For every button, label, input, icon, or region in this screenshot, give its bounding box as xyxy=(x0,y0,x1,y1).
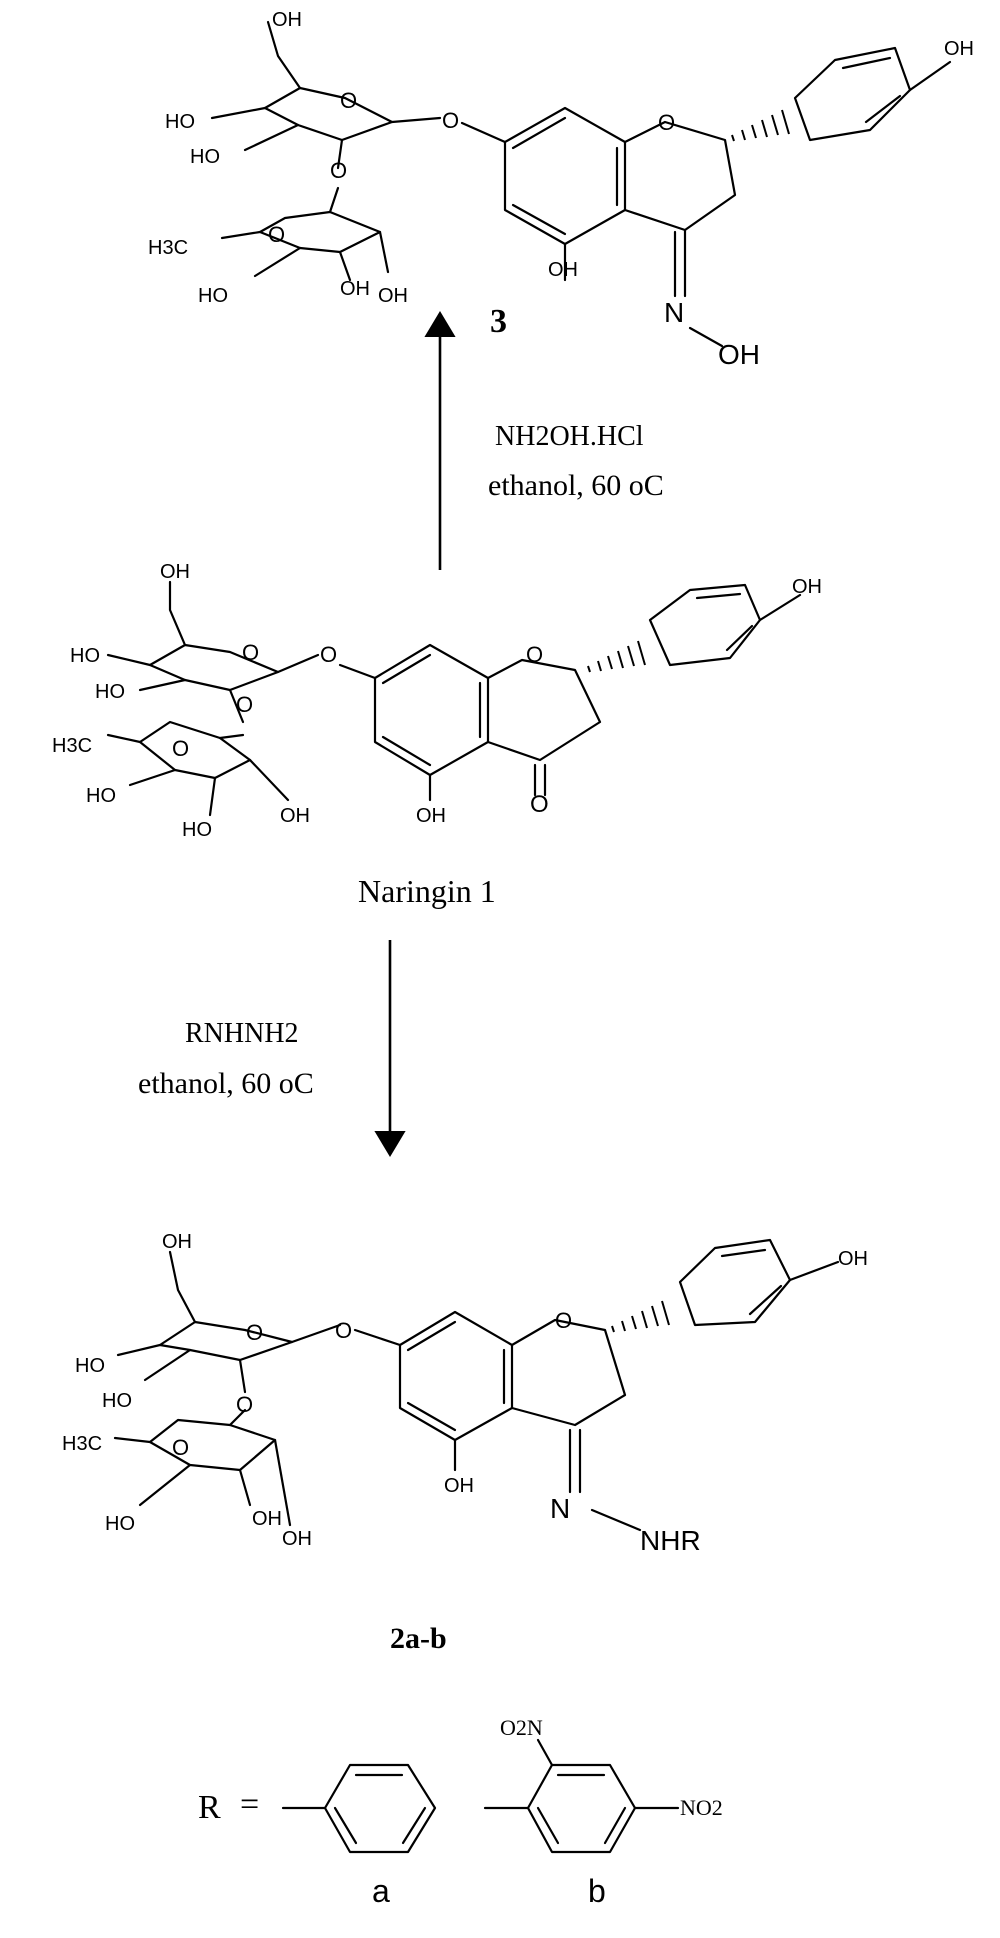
c3-oh-1: OH xyxy=(272,9,302,31)
c3-o-1: O xyxy=(340,88,357,113)
compound-2-label: 2a-b xyxy=(390,1622,447,1655)
c2-methyl: H3C xyxy=(62,1433,102,1455)
c2-o-3: O xyxy=(236,1392,253,1417)
nar-o-3: O xyxy=(236,692,253,717)
reagent-up: NH2OH.HCl xyxy=(495,421,644,452)
stereo-wedge xyxy=(731,109,790,142)
c2-oh-4: OH xyxy=(252,1508,282,1530)
c2-o-1: O xyxy=(246,1320,263,1345)
option-b-label: b xyxy=(588,1873,606,1909)
compound-3-structure: OH HO HO OH OH HO OH OH O O O O O H3C N … xyxy=(148,9,974,370)
c3-oh-5: OH xyxy=(378,285,408,307)
c3-oh-3: HO xyxy=(190,146,220,168)
c2-o-4: O xyxy=(172,1435,189,1460)
c3-oh-2: HO xyxy=(165,111,195,133)
nar-o-1: O xyxy=(242,640,259,665)
nar-oh-2: HO xyxy=(70,645,100,667)
c3-o-5: O xyxy=(658,110,675,135)
c3-oxime-oh: OH xyxy=(718,339,760,370)
c2-oh-2: HO xyxy=(75,1355,105,1377)
c2-o-2: O xyxy=(335,1318,352,1343)
naringin-structure: OH HO HO HO HO OH OH OH O O O O O O H3C … xyxy=(52,561,822,909)
c2-hydrazone-nhr: NHR xyxy=(640,1525,701,1556)
nar-o-6: O xyxy=(530,791,549,818)
nar-oh-4: HO xyxy=(86,785,116,807)
c3-methyl: H3C xyxy=(148,237,188,259)
c3-oh-6: HO xyxy=(198,285,228,307)
nar-o-2: O xyxy=(320,642,337,667)
r-group-legend: R = O2N NO2 a b xyxy=(198,1715,723,1909)
conditions-up: ethanol, 60 oC xyxy=(488,469,664,502)
c3-o-2: O xyxy=(442,108,459,133)
compound-2-structure: OH HO HO OH OH HO OH OH O O O O O H3C N … xyxy=(62,1231,868,1655)
option-a-label: a xyxy=(372,1873,390,1909)
nar-o-4: O xyxy=(172,736,189,761)
c2-o-5: O xyxy=(555,1308,572,1333)
nar-oh-7: OH xyxy=(416,805,446,827)
c2-oh-6: HO xyxy=(105,1513,135,1535)
c2-oh-5: OH xyxy=(282,1528,312,1550)
nar-oh-6: OH xyxy=(280,805,310,827)
c2-hydrazone-n: N xyxy=(550,1493,570,1524)
reagent-down: RNHNH2 xyxy=(185,1018,299,1049)
r-label: R xyxy=(198,1789,221,1826)
c2-oh-8: OH xyxy=(838,1248,868,1270)
c3-oh-7: OH xyxy=(548,259,578,281)
c3-oxime-n: N xyxy=(664,297,684,328)
compound-3-label: 3 xyxy=(490,303,507,340)
c3-oh-4: OH xyxy=(340,278,370,300)
conditions-down: ethanol, 60 oC xyxy=(138,1067,314,1100)
c3-o-4: O xyxy=(268,222,285,247)
nitro-top: O2N xyxy=(500,1715,543,1740)
nar-oh-1: OH xyxy=(160,561,190,583)
c2-oh-7: OH xyxy=(444,1475,474,1497)
c3-oh-8: OH xyxy=(944,38,974,60)
c2-oh-1: OH xyxy=(162,1231,192,1253)
c2-oh-3: HO xyxy=(102,1390,132,1412)
nitro-right: NO2 xyxy=(680,1795,723,1820)
c3-o-3: O xyxy=(330,158,347,183)
nar-oh-5: HO xyxy=(182,819,212,841)
nar-o-5: O xyxy=(526,642,543,667)
nar-oh-3: HO xyxy=(95,681,125,703)
nar-methyl: H3C xyxy=(52,735,92,757)
equals-sign: = xyxy=(240,1786,259,1823)
naringin-label: Naringin 1 xyxy=(358,873,496,909)
nar-oh-8: OH xyxy=(792,576,822,598)
